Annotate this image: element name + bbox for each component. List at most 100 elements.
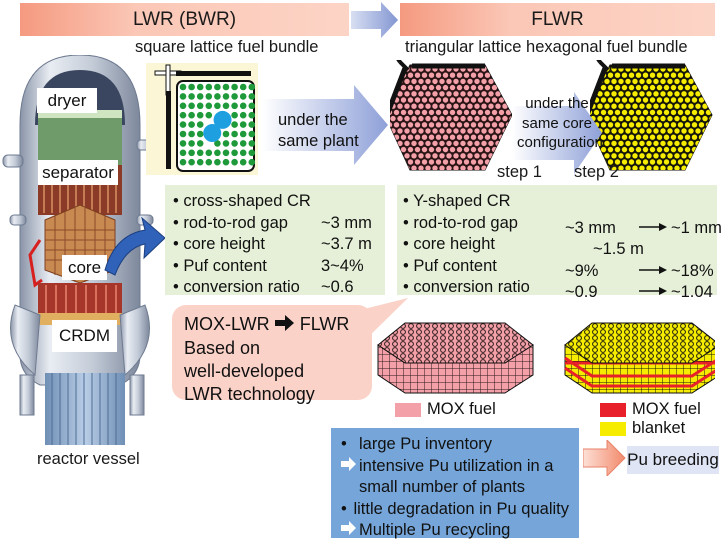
fuel-rod xyxy=(702,78,708,85)
arrow-right-icon xyxy=(639,218,667,240)
fuel-rod xyxy=(205,93,213,100)
fuel-rod xyxy=(196,111,204,119)
fuel-rod xyxy=(516,66,520,71)
fuel-rod xyxy=(698,97,705,103)
fuel-rod xyxy=(393,146,400,153)
fuel-rod xyxy=(628,122,635,128)
fuel-rod xyxy=(397,153,403,159)
spec-label: • rod-to-rod gap xyxy=(403,213,518,232)
fuel-rod xyxy=(495,128,501,134)
fuel-rod xyxy=(611,153,617,159)
fuel-rod xyxy=(404,78,410,85)
fuel-rod xyxy=(635,72,642,78)
fuel-rod xyxy=(698,109,705,116)
spec-label: • conversion ratio xyxy=(403,278,530,296)
fuel-rod xyxy=(439,128,445,134)
fuel-rod xyxy=(239,102,247,110)
flwr-spec-row: • conversion ratio~0.9~1.04 xyxy=(403,277,717,301)
fuel-rod xyxy=(474,115,480,122)
spec-value-to: ~1 mm xyxy=(671,218,722,237)
fuel-rod xyxy=(621,134,628,140)
fuel-rod xyxy=(705,159,712,165)
fuel-rod xyxy=(656,146,663,153)
fuel-rod xyxy=(491,97,498,103)
fuel-rod xyxy=(222,158,230,166)
fuel-rod xyxy=(491,72,498,78)
fuel-rod xyxy=(663,159,670,165)
fuel-rod xyxy=(667,153,673,159)
fuel-rod xyxy=(470,97,477,103)
fuel-rod xyxy=(614,84,621,91)
fuel-rod xyxy=(628,159,635,165)
fuel-rod xyxy=(642,84,649,91)
fuel-rod xyxy=(477,72,484,78)
fuel-rod xyxy=(425,91,431,97)
fuel-rod xyxy=(709,103,712,109)
fuel-rod xyxy=(684,122,691,128)
fuel-rod xyxy=(691,72,698,78)
fuel-rod xyxy=(407,72,414,78)
fuel-rod xyxy=(646,78,652,85)
lwr-spec-row: • conversion ratio~0.6 xyxy=(173,277,385,299)
fuel-rod xyxy=(691,122,698,128)
fuel-rod xyxy=(179,121,187,128)
fuel-rod xyxy=(642,134,649,140)
fuel-rod xyxy=(248,93,256,100)
benefit-text: little degradation in Pu quality xyxy=(353,499,569,518)
fuel-rod xyxy=(196,140,204,147)
spec-label: • Y-shaped CR xyxy=(403,192,511,210)
fuel-rod xyxy=(453,91,459,97)
fuel-rod xyxy=(390,146,393,153)
fuel-rod xyxy=(179,111,187,119)
fuel-rod xyxy=(600,84,607,91)
fuel-rod xyxy=(653,153,659,159)
fuel-rod xyxy=(477,146,484,153)
fuel-rod xyxy=(681,115,687,122)
header-flwr-text: FLWR xyxy=(531,8,584,30)
fuel-rod xyxy=(205,83,213,91)
fuel-rod xyxy=(702,115,708,122)
fuel-rod xyxy=(390,140,396,147)
fuel-rod xyxy=(628,72,635,78)
fuel-rod xyxy=(656,97,663,103)
fuel-rod xyxy=(404,140,410,147)
fuel-rod xyxy=(600,97,607,103)
fuel-rod xyxy=(428,122,435,128)
callout-line4: LWR technology xyxy=(184,383,315,404)
fuel-rod xyxy=(484,97,491,103)
fuel-rod xyxy=(456,84,463,91)
flwr-spec-row: • Y-shaped CR xyxy=(403,191,717,213)
fuel-rod xyxy=(632,140,638,147)
same-core-line2: same core xyxy=(521,114,593,132)
fuel-rod xyxy=(421,122,428,128)
fuel-rod xyxy=(628,109,635,116)
arrow-right-icon xyxy=(639,282,667,304)
fuel-rod xyxy=(477,109,484,116)
fuel-rod xyxy=(646,91,652,97)
fuel-rod xyxy=(663,72,670,78)
fuel-rod xyxy=(425,78,431,85)
fuel-rod xyxy=(491,84,498,91)
fuel-rod xyxy=(607,109,614,116)
fuel-rod xyxy=(684,146,691,153)
fuel-rod xyxy=(442,159,449,165)
cross-shaped-cr-vertical xyxy=(165,64,171,96)
fuel-rod xyxy=(709,91,712,97)
fuel-rod xyxy=(632,91,638,97)
lwr-specs-panel: • cross-shaped CR• rod-to-rod gap~3 mm• … xyxy=(165,185,385,296)
fuel-rod xyxy=(691,84,698,91)
fuel-rod xyxy=(677,109,684,116)
fuel-rod xyxy=(449,72,456,78)
fuel-rod xyxy=(239,130,247,138)
fuel-rod xyxy=(639,91,645,97)
fuel-rod xyxy=(491,134,498,140)
fuel-rod xyxy=(425,140,431,147)
fuel-rod xyxy=(439,165,445,170)
fuel-rod xyxy=(713,122,718,127)
fuel-rod xyxy=(411,115,417,122)
fuel-rod xyxy=(639,115,645,122)
fuel-rod xyxy=(618,165,624,170)
curved-arrow-icon xyxy=(104,216,166,276)
fuel-rod xyxy=(667,91,673,97)
